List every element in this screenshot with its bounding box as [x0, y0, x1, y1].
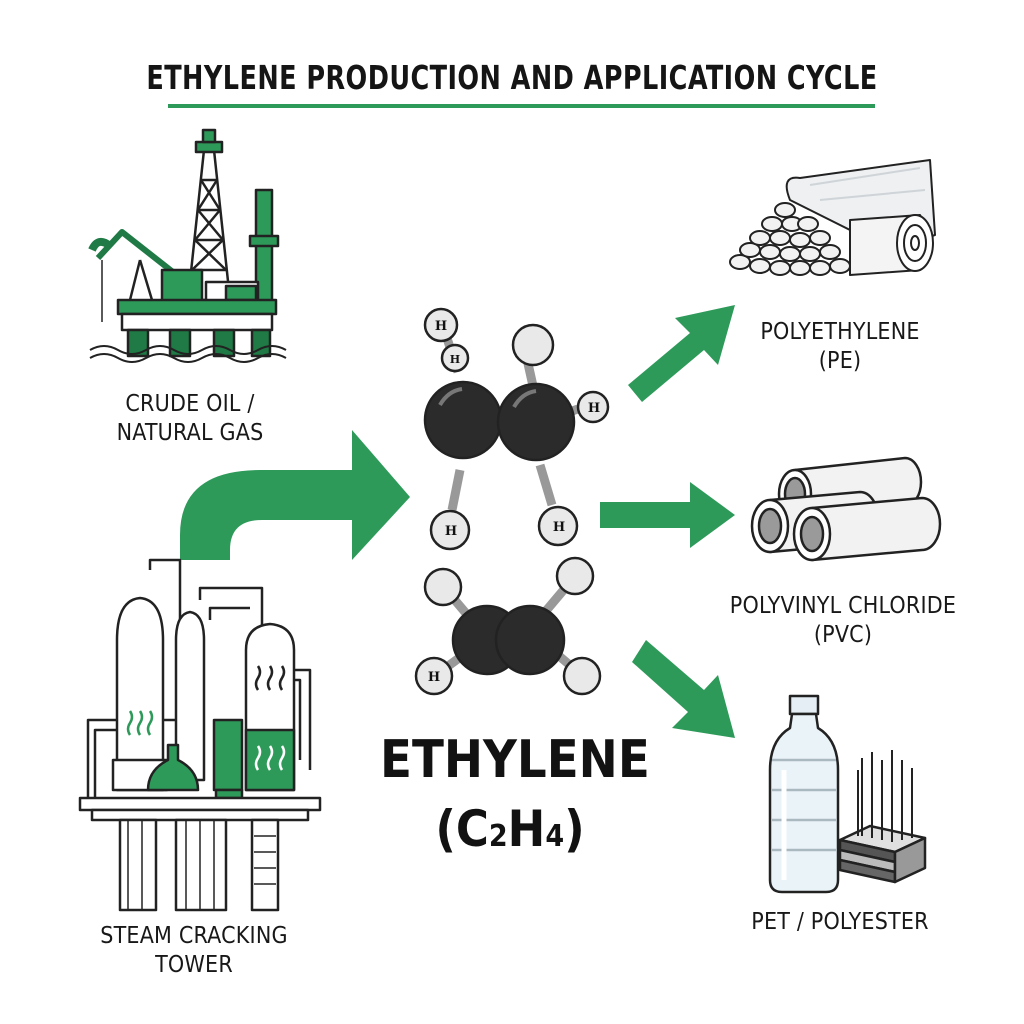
arrow-ethylene-to-pet: [632, 640, 735, 738]
ethylene-molecule-model-bottom: [414, 556, 602, 696]
label-polyethylene: POLYETHYLENE (PE): [760, 319, 920, 374]
ethylene-formula: (C2H4): [435, 800, 585, 858]
ethylene-name: ETHYLENE: [380, 730, 650, 790]
title-underline: [168, 104, 875, 108]
atom-label-h: H: [450, 353, 460, 366]
pvc-pipes-icon: [750, 456, 942, 562]
atom-label-h: H: [588, 401, 600, 416]
arrow-ethylene-to-pe: [628, 305, 735, 402]
label-crude-oil-natural-gas: CRUDE OIL / NATURAL GAS: [116, 391, 264, 446]
atom-label-h: H: [428, 670, 440, 685]
polyethylene-pellets-film-icon: [729, 159, 936, 276]
label-polyvinyl-chloride: POLYVINYL CHLORIDE (PVC): [729, 593, 957, 648]
ethylene-molecule-model-top: [423, 307, 610, 551]
atom-label-h: H: [553, 520, 565, 535]
atom-label-h: H: [435, 319, 447, 334]
atom-label-h: H: [445, 524, 457, 539]
label-pet-polyester: PET / POLYESTER: [751, 909, 929, 935]
arrow-crude-to-ethylene: [180, 430, 410, 560]
label-steam-cracking-tower: STEAM CRACKING TOWER: [100, 923, 288, 978]
pet-bottle-polyester-icon: [768, 694, 927, 894]
diagram-title: ETHYLENE PRODUCTION AND APPLICATION CYCL…: [146, 58, 878, 97]
oil-rig-icon: [88, 128, 287, 363]
arrow-ethylene-to-pvc: [600, 482, 735, 548]
steam-cracking-tower-icon: [78, 558, 322, 912]
